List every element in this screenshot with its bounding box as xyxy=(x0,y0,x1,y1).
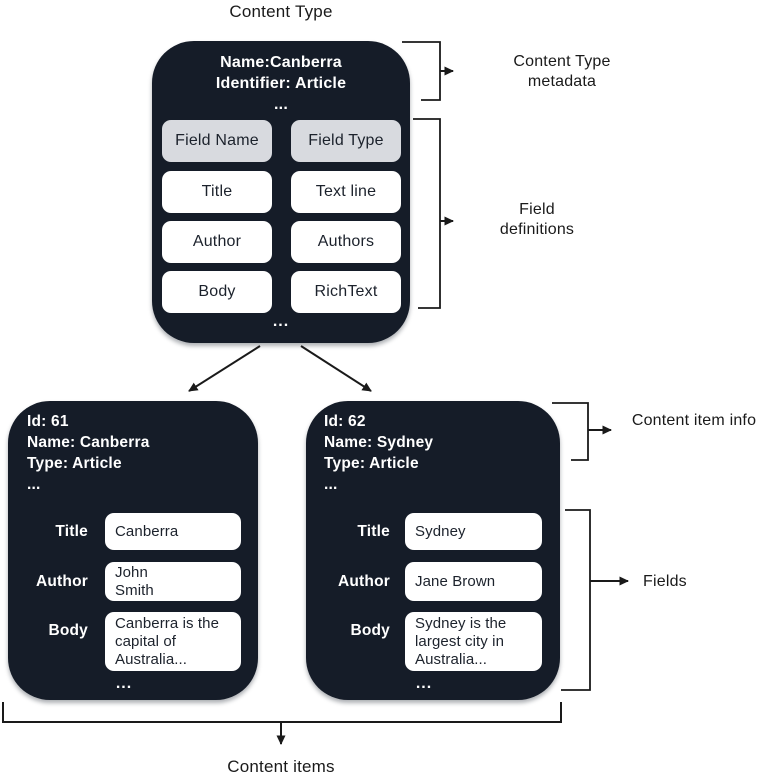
ellipsis: ... xyxy=(415,675,433,692)
content-item-info-text: Id: 62 Name: Sydney Type: Article ... xyxy=(324,413,434,493)
field-label-body: Body xyxy=(48,622,88,639)
field-value-body: Canberra is the capital of Australia... xyxy=(105,612,241,671)
field-value-body: Sydney is the largest city in Australia.… xyxy=(405,612,542,671)
bracket-fields xyxy=(561,509,591,691)
annotation-content-item-info: Content item info xyxy=(631,412,757,429)
annotation-fields: Fields xyxy=(643,573,687,590)
content-type-metadata-text: Name:Canberra Identifier: Article ... xyxy=(215,54,347,113)
field-label-author: Author xyxy=(338,573,390,590)
content-item-info-text: Id: 61 Name: Canberra Type: Article ... xyxy=(27,413,150,493)
field-label-title: Title xyxy=(55,523,88,540)
field-type-cell: RichText xyxy=(291,271,401,313)
annotation-field-definitions: Field definitions xyxy=(499,201,575,238)
field-name-cell: Body xyxy=(162,271,272,313)
field-type-header-cell: Field Type xyxy=(291,120,401,162)
field-value-author: Jane Brown xyxy=(405,562,542,601)
ellipsis: ... xyxy=(115,675,133,692)
field-value-author: John Smith xyxy=(105,562,241,601)
field-value-title: Sydney xyxy=(405,513,542,550)
field-name-cell: Title xyxy=(162,171,272,213)
annotation-content-type-metadata: Content Type metadata xyxy=(513,53,611,90)
field-value-title: Canberra xyxy=(105,513,241,550)
field-name-cell: Author xyxy=(162,221,272,263)
content-type-box: Name:Canberra Identifier: Article ... Fi… xyxy=(152,41,410,343)
field-type-cell: Text line xyxy=(291,171,401,213)
content-item-box-sydney: Id: 62 Name: Sydney Type: Article ... Ti… xyxy=(306,401,560,700)
diagram-title: Content Type xyxy=(229,2,333,21)
bracket-field-definitions xyxy=(413,118,441,309)
bracket-content-items xyxy=(2,702,562,723)
field-label-title: Title xyxy=(357,523,390,540)
content-items-label: Content items xyxy=(227,757,335,776)
field-label-body: Body xyxy=(350,622,390,639)
arrow-to-left-item xyxy=(188,345,261,392)
field-label-author: Author xyxy=(36,573,88,590)
content-item-box-canberra: Id: 61 Name: Canberra Type: Article ... … xyxy=(8,401,258,700)
field-type-cell: Authors xyxy=(291,221,401,263)
field-name-header-cell: Field Name xyxy=(162,120,272,162)
ellipsis: ... xyxy=(272,313,290,330)
arrow-to-right-item xyxy=(300,345,372,392)
